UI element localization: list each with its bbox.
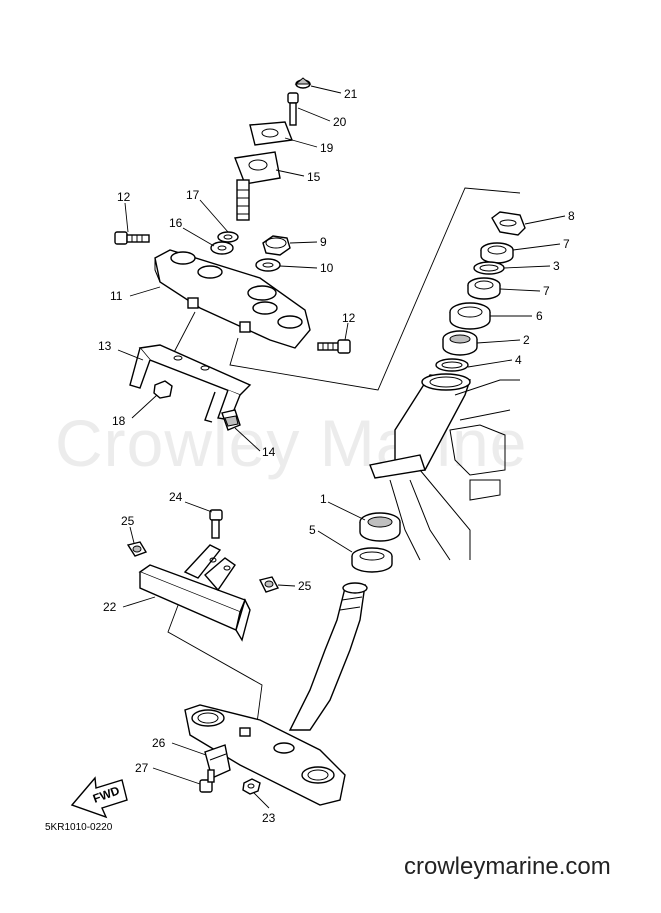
callout-7-lower: 7 (543, 284, 550, 298)
callout-14: 14 (262, 445, 276, 459)
callout-25-left: 25 (121, 514, 135, 528)
callout-16: 16 (169, 216, 183, 230)
callout-15: 15 (307, 170, 321, 184)
callout-12-right: 12 (342, 311, 356, 325)
part-8-lock-washer (491, 211, 526, 236)
callout-10: 10 (320, 261, 334, 275)
callout-11: 11 (110, 289, 123, 303)
callout-25-right: 25 (298, 579, 312, 593)
callout-27: 27 (135, 761, 149, 775)
callout-1: 1 (320, 492, 327, 506)
part-25-clip-left (126, 541, 148, 557)
part-7-ring-nut-lower (467, 277, 501, 300)
callout-labels: 21 20 19 15 17 16 12 9 10 11 12 13 18 14… (98, 87, 575, 825)
callout-18: 18 (112, 414, 126, 428)
callout-22: 22 (103, 600, 117, 614)
part-7-ring-nut-upper (480, 242, 514, 264)
callout-3: 3 (553, 259, 560, 273)
part-6-bearing-cover (449, 302, 491, 330)
callout-23: 23 (262, 811, 276, 825)
fwd-arrow-icon: FWD (70, 776, 128, 819)
part-14-clip (221, 409, 241, 431)
callout-5: 5 (309, 523, 316, 537)
callout-4: 4 (515, 353, 522, 367)
part-17-washer (217, 231, 239, 243)
part-12-bolt-left (114, 231, 150, 245)
callout-21: 21 (344, 87, 358, 101)
part-27-bolt (199, 769, 215, 793)
callout-2: 2 (523, 333, 530, 347)
callout-7-upper: 7 (563, 237, 570, 251)
frame-head-pipe (369, 373, 520, 561)
part-5-seal (351, 547, 393, 573)
part-20-bolt (287, 92, 299, 126)
part-22-plate (138, 544, 251, 642)
callout-19: 19 (320, 141, 334, 155)
part-19-holder-upper (249, 121, 293, 146)
part-1-bearing (359, 512, 401, 542)
part-15-holder-lower (234, 151, 281, 221)
part-4-race (435, 358, 469, 372)
steering-stem (288, 582, 368, 731)
part-18-nut (153, 380, 173, 399)
callout-17: 17 (186, 188, 200, 202)
leader-lines (117, 85, 566, 809)
callout-12-left: 12 (117, 190, 131, 204)
part-23-nut (242, 778, 261, 795)
part-2-bearing (442, 330, 478, 356)
part-16-washer (210, 241, 234, 255)
part-11-upper-bracket (154, 249, 311, 349)
callout-24: 24 (169, 490, 183, 504)
callout-9: 9 (320, 235, 327, 249)
diagram-code: 5KR1010-0220 (45, 822, 113, 833)
callout-20: 20 (333, 115, 347, 129)
part-25-clip-right (258, 576, 280, 593)
lower-bracket (184, 704, 346, 806)
part-24-bolt (209, 509, 223, 539)
callout-13: 13 (98, 339, 112, 353)
part-21-cap (294, 77, 312, 89)
part-9-nut (262, 235, 291, 256)
website-link[interactable]: crowleymarine.com (404, 853, 611, 880)
callout-8: 8 (568, 209, 575, 223)
callout-26: 26 (152, 736, 166, 750)
part-10-washer (255, 258, 281, 272)
callout-6: 6 (536, 309, 543, 323)
part-12-bolt-right (317, 339, 351, 354)
part-3-washer (473, 261, 505, 275)
